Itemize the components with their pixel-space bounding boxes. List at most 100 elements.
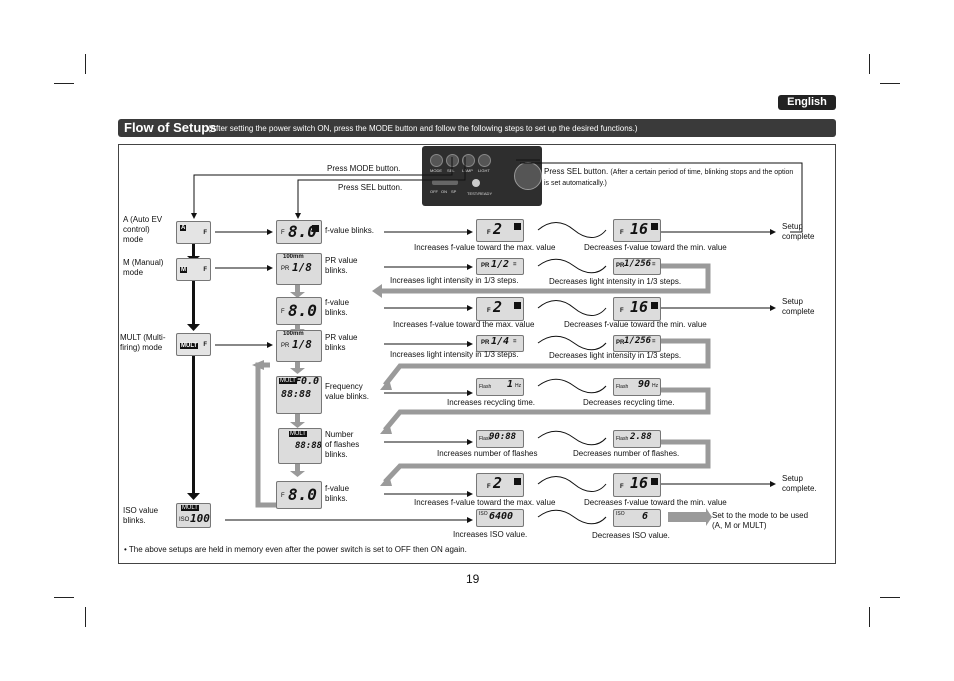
light-button-icon: [478, 154, 491, 167]
iso-mode-lcd: MULT ISO 100: [176, 503, 211, 528]
step-line: blinks.: [325, 494, 348, 503]
result-inc-num: Increases number of flashes: [437, 449, 538, 458]
section-title-bar: Flow of Setups (After setting the power …: [118, 119, 836, 137]
step-label-f-blinks: f-value blinks.: [325, 226, 374, 235]
setup-complete-label-c: Setup complete.: [782, 474, 817, 494]
panel-label: ON: [441, 189, 447, 194]
panel-label: SEL: [447, 168, 455, 173]
result-inc-light-b: Increases light intensity in 1/3 steps.: [390, 350, 519, 359]
result-dec-recycle: Decreases recycling time.: [583, 398, 675, 407]
result-lcd-f16-b: F 16: [613, 297, 661, 321]
set-mode-line: Set to the mode to be used: [712, 511, 809, 520]
setup-line: complete.: [782, 484, 817, 493]
am-indicator: [651, 478, 658, 485]
lcd-equal: =: [513, 339, 517, 345]
step-line: value blinks.: [325, 392, 370, 401]
result-lcd-recycle-90: Flash 90 Hz: [613, 378, 661, 396]
result-dec-light: Decreases light intensity in 1/3 steps.: [549, 277, 682, 286]
iso-line: blinks.: [123, 516, 146, 525]
language-badge: English: [778, 95, 836, 110]
lcd-prefix: PR: [481, 340, 490, 346]
lcd-value: 16: [630, 298, 649, 316]
result-dec-iso: Decreases ISO value.: [592, 531, 670, 540]
crop-mark: [85, 54, 86, 74]
lcd-hz: Hz: [515, 383, 522, 389]
lcd-prefix: F: [620, 484, 624, 490]
panel-label: MODE: [430, 168, 442, 173]
result-lcd-f2-b: F 2: [476, 297, 524, 321]
lcd-prefix: F: [620, 308, 624, 314]
panel-label: SP: [451, 189, 457, 194]
step-line: blinks.: [325, 266, 348, 275]
setup-line: Setup: [782, 474, 803, 483]
mode-m-lcd: M F: [176, 258, 211, 281]
lcd-value: 88:88: [281, 389, 312, 400]
step-line: of flashes: [325, 440, 360, 449]
lcd-mm: 100mm: [283, 254, 304, 260]
result-dec-f: Decreases f-value toward the min. value: [584, 243, 727, 252]
panel-label: LAMP: [462, 168, 473, 173]
crop-mark: [54, 597, 74, 598]
am-indicator: [514, 302, 521, 309]
step-line: f-value: [325, 484, 350, 493]
step-line: Number: [325, 430, 354, 439]
am-indicator: [514, 223, 521, 230]
press-sel-right-instruction: Press SEL button. (After a certain perio…: [544, 167, 796, 189]
mode-button-icon: [430, 154, 443, 167]
press-sel-right-note: (After a certain period of time, blinkin…: [544, 169, 794, 187]
step-label-f2: f-value blinks.: [325, 298, 349, 318]
lcd-prefix: F: [281, 493, 285, 499]
footer-note: • The above setups are held in memory ev…: [124, 545, 467, 554]
iso-line: ISO value: [123, 506, 159, 515]
result-inc-iso: Increases ISO value.: [453, 530, 528, 539]
tilde-icon: [537, 222, 607, 238]
lcd-value: 1: [507, 379, 514, 390]
mode-tag: A: [180, 225, 187, 231]
lcd-value: 1/4: [491, 336, 510, 347]
lcd-hz: Hz: [652, 383, 659, 389]
mode-mult-line: firing) mode: [120, 343, 163, 352]
lcd-prefix: ISO: [616, 511, 625, 517]
mode-tag: M: [180, 267, 187, 273]
crop-mark: [869, 54, 870, 74]
setup-line: Setup: [782, 222, 803, 231]
step-line: f-value: [325, 298, 350, 307]
tilde-icon: [537, 509, 607, 525]
lcd-mult-tag: MULT: [279, 378, 297, 384]
setup-complete-label-b: Setup complete: [782, 297, 814, 317]
lcd-mult-tag: MULT: [289, 431, 307, 437]
panel-label: LIGHT: [478, 168, 490, 173]
lcd-value: 6400: [489, 511, 514, 522]
result-lcd-pr14: PR 1/4 =: [476, 335, 524, 352]
crop-mark: [880, 83, 900, 84]
lcd-value: 16: [630, 474, 649, 492]
lcd-value: 8.0: [288, 222, 317, 241]
lcd-prefix: F: [620, 230, 624, 236]
result-inc-light: Increases light intensity in 1/3 steps.: [390, 276, 519, 285]
result-lcd-f16-c: F 16: [613, 473, 661, 497]
lcd-value: 2: [493, 298, 503, 316]
set-mode-label: Set to the mode to be used (A, M or MULT…: [712, 511, 808, 531]
setup-line: Setup: [782, 297, 803, 306]
mode-m-line: mode: [123, 268, 144, 277]
result-lcd-iso-6400: ISO 6400: [476, 509, 524, 527]
mode-m-line: M (Manual): [123, 258, 164, 267]
step-line: blinks: [325, 343, 346, 352]
test-button-icon: [472, 179, 480, 187]
lcd-value: 90:88: [489, 432, 517, 442]
page-subtitle: (After setting the power switch ON, pres…: [208, 124, 638, 133]
result-inc-recycle: Increases recycling time.: [447, 398, 536, 407]
lcd-value: 1/256: [624, 259, 652, 269]
mode-mult-line: MULT (Multi-: [120, 333, 166, 342]
lcd-prefix: F: [281, 309, 285, 315]
step-label-number: Number of flashes blinks.: [325, 430, 359, 460]
lcd-value: 2: [493, 474, 503, 492]
press-mode-instruction: Press MODE button.: [327, 164, 401, 173]
lcd-equal: =: [652, 339, 656, 345]
result-lcd-f16: F 16: [613, 219, 661, 242]
lcd-prefix: ISO: [479, 511, 488, 517]
lcd-prefix: PR: [281, 266, 290, 272]
step-line: blinks.: [325, 450, 348, 459]
step-line: blinks.: [325, 308, 348, 317]
